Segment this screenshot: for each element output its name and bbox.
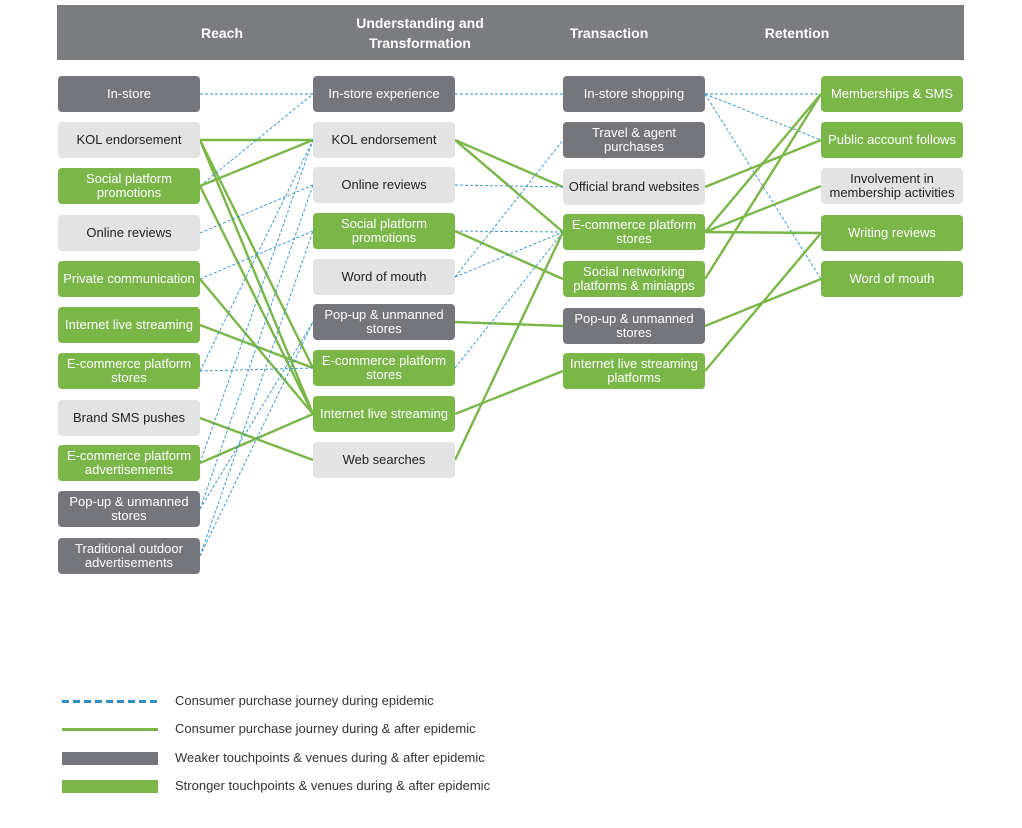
node-transaction-7: Internet live streaming platforms: [563, 353, 705, 389]
link-r2-u8: [198, 139, 315, 415]
node-retention-3: Involvement in membership activities: [821, 168, 963, 204]
node-reach-6: Internet live streaming: [58, 307, 200, 343]
node-understanding-8: Internet live streaming: [313, 396, 455, 432]
link-r10-u3: [199, 184, 314, 510]
link-t4-n1: [704, 93, 822, 233]
legend-label-solid: Consumer purchase journey during & after…: [175, 721, 476, 736]
node-understanding-5: Word of mouth: [313, 259, 455, 295]
link-r4-u3: [199, 184, 314, 234]
node-reach-5: Private communication: [58, 261, 200, 297]
node-reach-9: E-commerce platform advertisements: [58, 445, 200, 481]
link-t1-n5: [704, 93, 822, 280]
stage-header: Reach Understanding and Transformation T…: [57, 5, 964, 60]
node-retention-5: Word of mouth: [821, 261, 963, 297]
link-u6-t6: [454, 320, 564, 328]
link-r7-u2: [199, 139, 314, 372]
node-understanding-4: Social platform promotions: [313, 213, 455, 249]
link-u4-t5: [454, 229, 564, 281]
node-reach-2: KOL endorsement: [58, 122, 200, 158]
node-reach-10: Pop-up & unmanned stores: [58, 491, 200, 527]
node-understanding-9: Web searches: [313, 442, 455, 478]
link-t1-n2: [704, 93, 822, 141]
node-reach-1: In-store: [58, 76, 200, 112]
link-t4-n4: [704, 230, 822, 235]
node-transaction-2: Travel & agent purchases: [563, 122, 705, 158]
node-understanding-6: Pop-up & unmanned stores: [313, 304, 455, 340]
node-reach-3: Social platform promotions: [58, 168, 200, 204]
link-t5-n1: [703, 93, 823, 280]
node-retention-1: Memberships & SMS: [821, 76, 963, 112]
link-r10-u6: [199, 321, 314, 510]
node-transaction-4: E-commerce platform stores: [563, 214, 705, 250]
node-transaction-5: Social networking platforms & miniapps: [563, 261, 705, 297]
link-r11-u6: [199, 321, 314, 557]
link-u2-t4: [454, 139, 564, 233]
link-u4-t4: [454, 230, 564, 233]
legend-swatch-stronger: [62, 780, 158, 793]
legend-swatch-weaker: [62, 752, 158, 765]
link-u7-t4: [454, 231, 564, 369]
node-understanding-3: Online reviews: [313, 167, 455, 203]
link-u3-t3: [454, 184, 564, 188]
stage-reach-heading: Reach: [200, 24, 244, 41]
node-transaction-1: In-store shopping: [563, 76, 705, 112]
link-u2-t3: [454, 138, 564, 189]
node-reach-7: E-commerce platform stores: [58, 353, 200, 389]
node-reach-4: Online reviews: [58, 215, 200, 251]
link-r5-u4: [199, 230, 314, 280]
link-u9-t4: [453, 231, 565, 461]
legend-label-stronger: Stronger touchpoints & venues during & a…: [175, 778, 491, 793]
node-understanding-2: KOL endorsement: [313, 122, 455, 158]
link-t4-n3: [704, 184, 822, 234]
link-r3-u8: [198, 185, 315, 415]
link-r3-u2: [199, 138, 314, 188]
legend-item-weaker: Weaker touchpoints & venues during & aft…: [62, 748, 582, 768]
legend-item-solid: Consumer purchase journey during & after…: [62, 719, 582, 739]
node-reach-11: Traditional outdoor advertisements: [58, 538, 200, 574]
legend-label-dashed: Consumer purchase journey during epidemi…: [175, 693, 434, 708]
link-r9-u2: [199, 139, 314, 464]
node-transaction-3: Official brand websites: [563, 169, 705, 205]
node-understanding-1: In-store experience: [313, 76, 455, 112]
node-transaction-6: Pop-up & unmanned stores: [563, 308, 705, 344]
legend-item-dashed: Consumer purchase journey during epidemi…: [62, 691, 582, 711]
legend-label-weaker: Weaker touchpoints & venues during & aft…: [175, 750, 485, 765]
link-u5-t4: [454, 231, 564, 278]
node-understanding-7: E-commerce platform stores: [313, 350, 455, 386]
link-r2-u7: [198, 139, 315, 369]
legend-swatch-dashed: [62, 700, 158, 703]
node-reach-8: Brand SMS pushes: [58, 400, 200, 436]
stage-transaction-heading: Transaction: [569, 24, 649, 41]
link-r7-u7: [199, 367, 314, 372]
link-r3-u1: [199, 93, 314, 187]
legend-swatch-solid: [62, 728, 158, 731]
link-u8-t7: [454, 369, 564, 416]
node-retention-2: Public account follows: [821, 122, 963, 158]
link-t7-n4: [704, 232, 822, 372]
stage-retention-heading: Retention: [764, 24, 830, 41]
link-r11-u4: [199, 230, 314, 557]
link-u5-t2: [454, 139, 564, 278]
node-retention-4: Writing reviews: [821, 215, 963, 251]
stage-understanding-heading: Understanding and Transformation: [356, 14, 484, 51]
legend-item-stronger: Stronger touchpoints & venues during & a…: [62, 776, 582, 796]
